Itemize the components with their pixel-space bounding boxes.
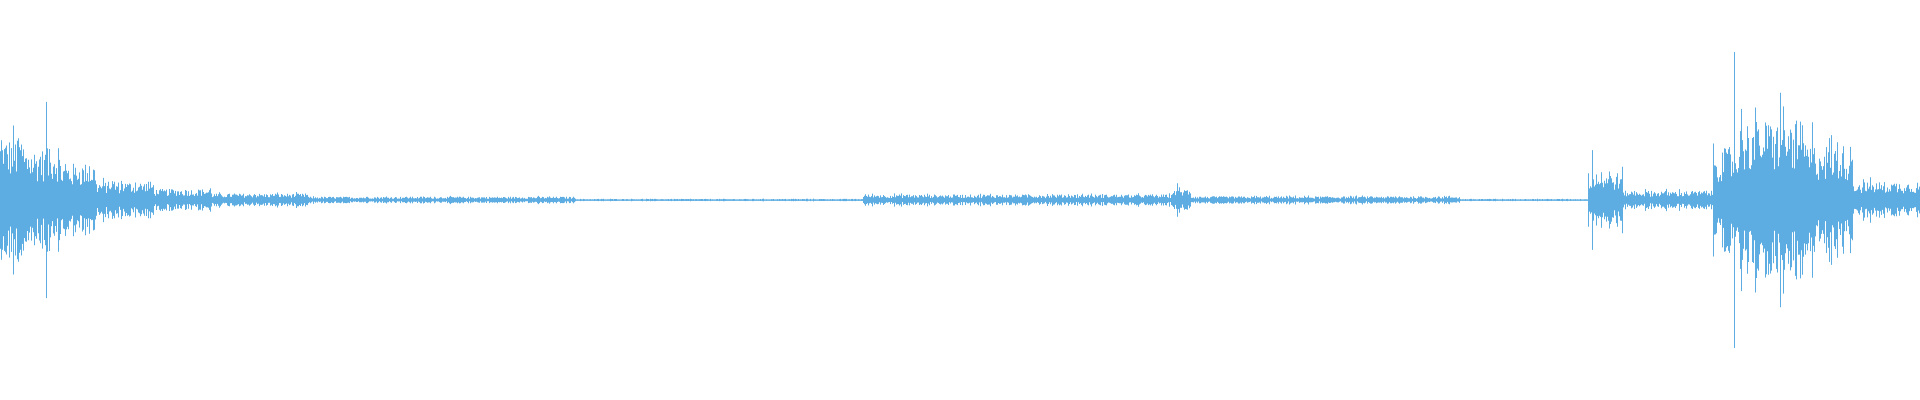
waveform-bars (0, 52, 1920, 348)
